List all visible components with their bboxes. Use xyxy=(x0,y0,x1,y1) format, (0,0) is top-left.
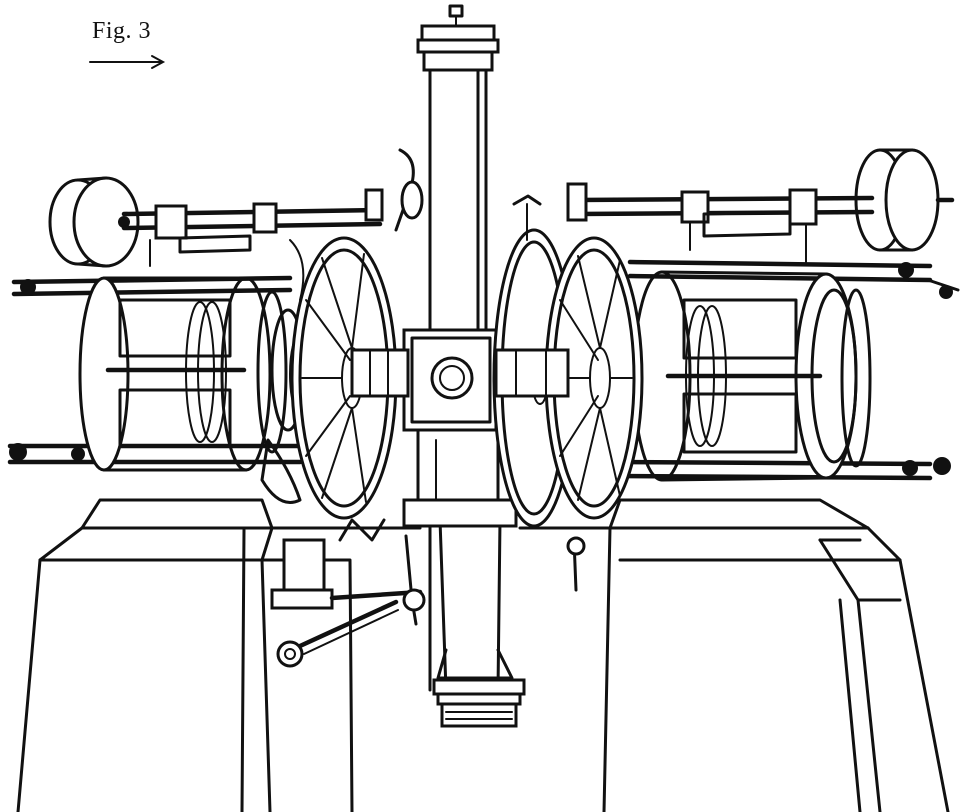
right-drum-cage xyxy=(632,270,872,482)
right-side-rods xyxy=(617,259,960,481)
right-upper-rod xyxy=(566,182,875,263)
left-axle xyxy=(350,348,410,398)
right-counterweight xyxy=(854,148,955,252)
right-pedestal xyxy=(518,498,950,812)
right-axle xyxy=(494,348,570,398)
right-bell-crank xyxy=(512,194,542,241)
figure-label: Fig. 3 xyxy=(92,18,152,44)
left-spoked-wheel xyxy=(290,236,398,520)
left-pedestal xyxy=(16,498,422,812)
left-bell-crank xyxy=(394,148,424,232)
left-drum-cage xyxy=(78,276,288,472)
left-counterweight xyxy=(48,176,140,268)
left-upper-rod xyxy=(121,188,384,267)
hand-crank-handle xyxy=(276,599,399,668)
direction-arrow-icon xyxy=(89,55,166,69)
lower-linkage xyxy=(270,518,586,626)
figure-caption: Fig. 3 xyxy=(92,18,151,45)
